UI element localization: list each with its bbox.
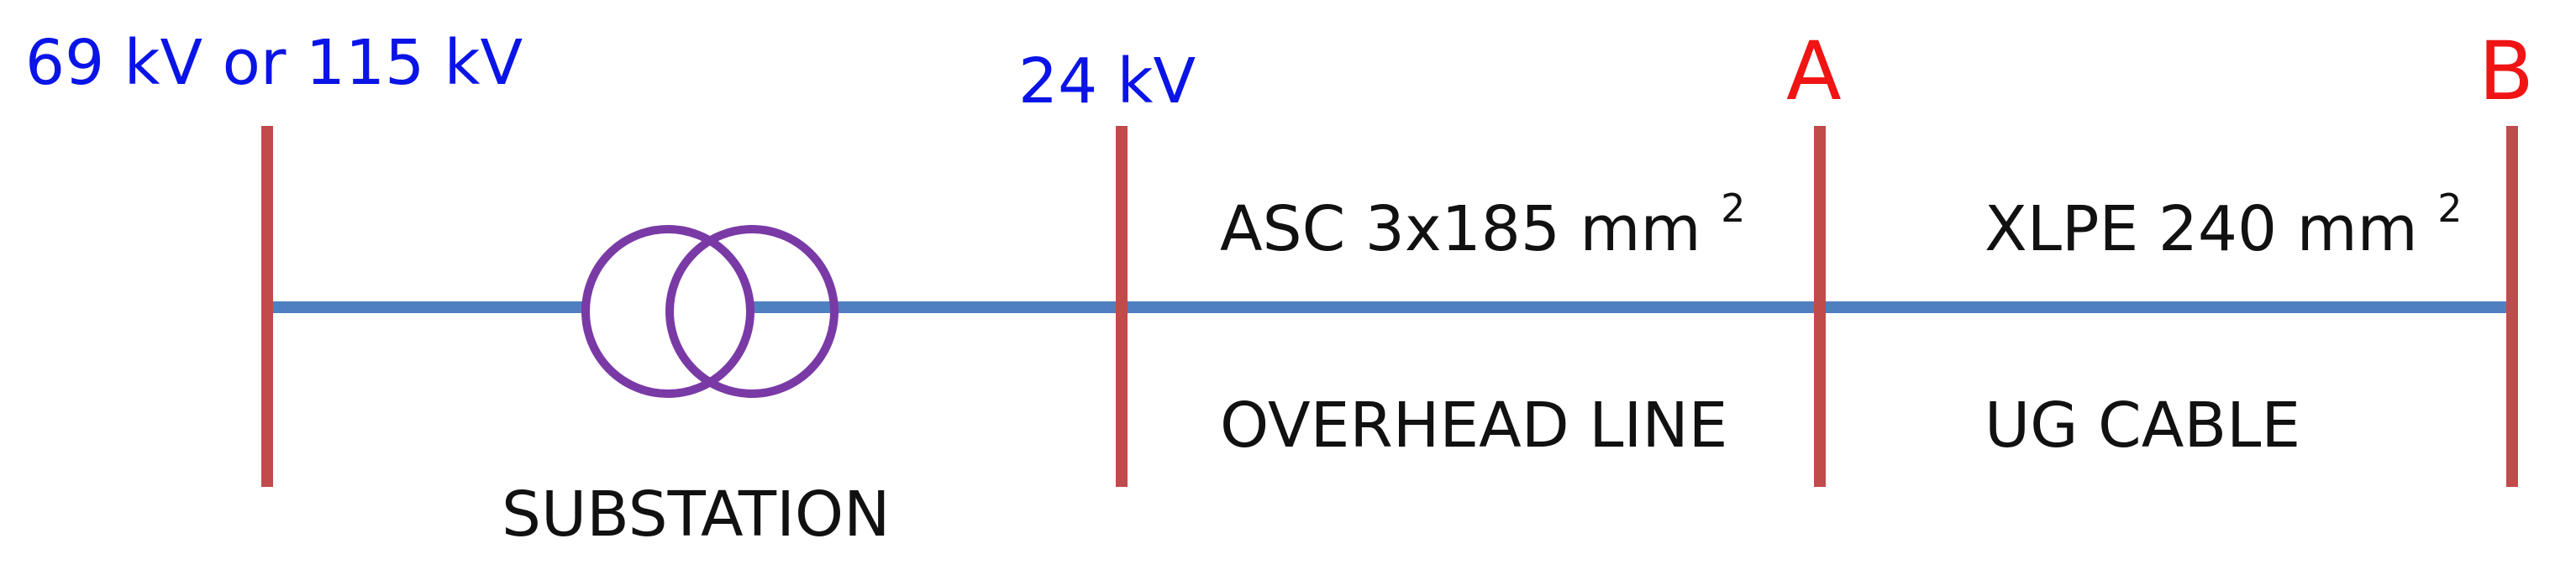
overhead-conductor-text: ASC 3x185 mm (1220, 193, 1701, 265)
cable-conductor-label: XLPE 240 mm 2 (1985, 186, 2463, 265)
voltage-label-24kv: 24 kV (1018, 45, 1196, 118)
cable-conductor-text: XLPE 240 mm (1985, 193, 2418, 265)
transformer-icon (581, 225, 839, 398)
voltage-label-high: 69 kV or 115 kV (25, 27, 523, 99)
overhead-conductor-label: ASC 3x185 mm 2 (1220, 186, 1745, 265)
cable-conductor-exponent: 2 (2437, 186, 2462, 231)
overhead-type-label: OVERHEAD LINE (1220, 390, 1727, 462)
point-label-a: A (1786, 24, 1842, 118)
substation-label: SUBSTATION (502, 478, 891, 551)
point-label-b: B (2479, 24, 2534, 118)
cable-type-label: UG CABLE (1985, 390, 2300, 462)
overhead-conductor-exponent: 2 (1721, 186, 1745, 231)
